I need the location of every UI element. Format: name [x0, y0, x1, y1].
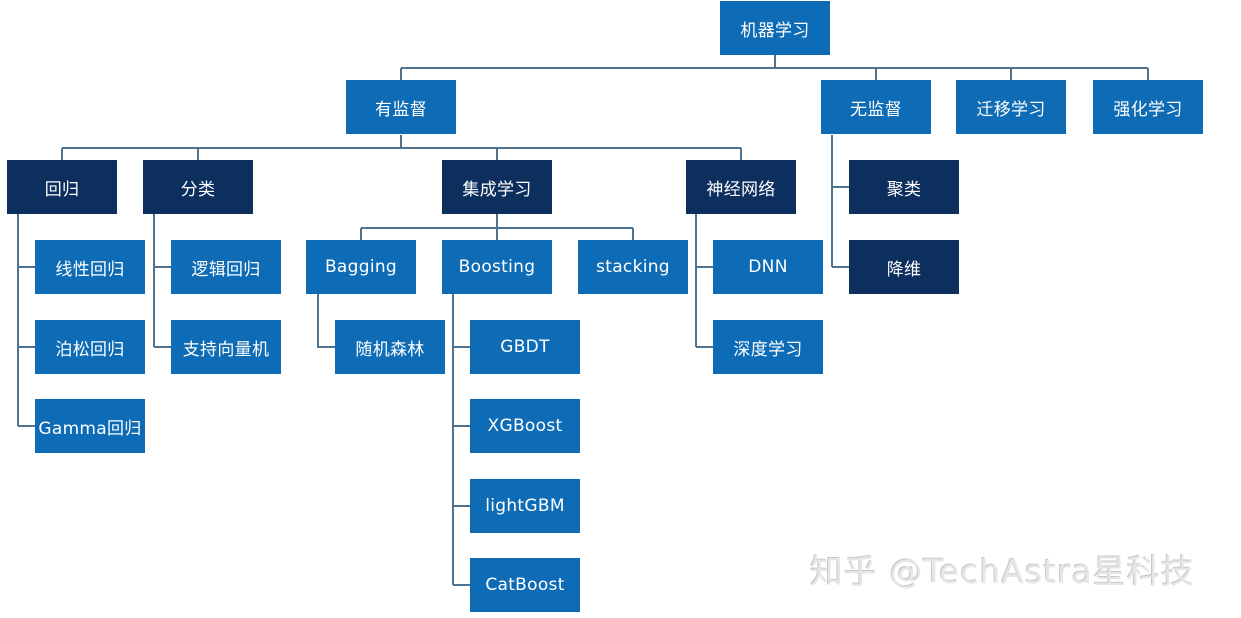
node-bagging: Bagging	[306, 240, 416, 294]
connector-root-bus	[400, 55, 1149, 80]
node-deep-learning: 深度学习	[713, 320, 823, 374]
node-lightgbm: lightGBM	[470, 479, 580, 533]
node-boosting: Boosting	[442, 240, 552, 294]
node-dimensionality-reduction: 降维	[849, 240, 959, 294]
node-supervised: 有监督	[346, 80, 456, 134]
watermark: 知乎 @TechAstra星科技	[810, 552, 1195, 591]
node-gamma-regression: Gamma回归	[35, 399, 145, 453]
node-clustering: 聚类	[849, 160, 959, 214]
connector-regression	[17, 214, 35, 427]
node-logistic-regression: 逻辑回归	[171, 240, 281, 294]
node-dnn: DNN	[713, 240, 823, 294]
node-linear-regression: 线性回归	[35, 240, 145, 294]
connector-unsupervised	[831, 135, 849, 268]
node-ensemble-learning: 集成学习	[442, 160, 552, 214]
node-catboost: CatBoost	[470, 558, 580, 612]
connector-ensemble-bus	[360, 214, 634, 240]
node-xgboost: XGBoost	[470, 399, 580, 453]
node-reinforcement-learning: 强化学习	[1093, 80, 1203, 134]
node-unsupervised: 无监督	[821, 80, 931, 134]
node-stacking: stacking	[578, 240, 688, 294]
node-poisson-regression: 泊松回归	[35, 320, 145, 374]
node-gbdt: GBDT	[470, 320, 580, 374]
connector-supervised-bus	[61, 135, 742, 160]
node-transfer-learning: 迁移学习	[956, 80, 1066, 134]
connector-classification	[153, 214, 171, 348]
connector-bagging	[317, 294, 335, 348]
connector-boosting	[452, 294, 470, 586]
node-regression: 回归	[7, 160, 117, 214]
node-classification: 分类	[143, 160, 253, 214]
node-svm: 支持向量机	[171, 320, 281, 374]
connector-neural	[695, 214, 713, 348]
node-neural-network: 神经网络	[686, 160, 796, 214]
node-random-forest: 随机森林	[335, 320, 445, 374]
node-machine-learning: 机器学习	[720, 1, 830, 55]
